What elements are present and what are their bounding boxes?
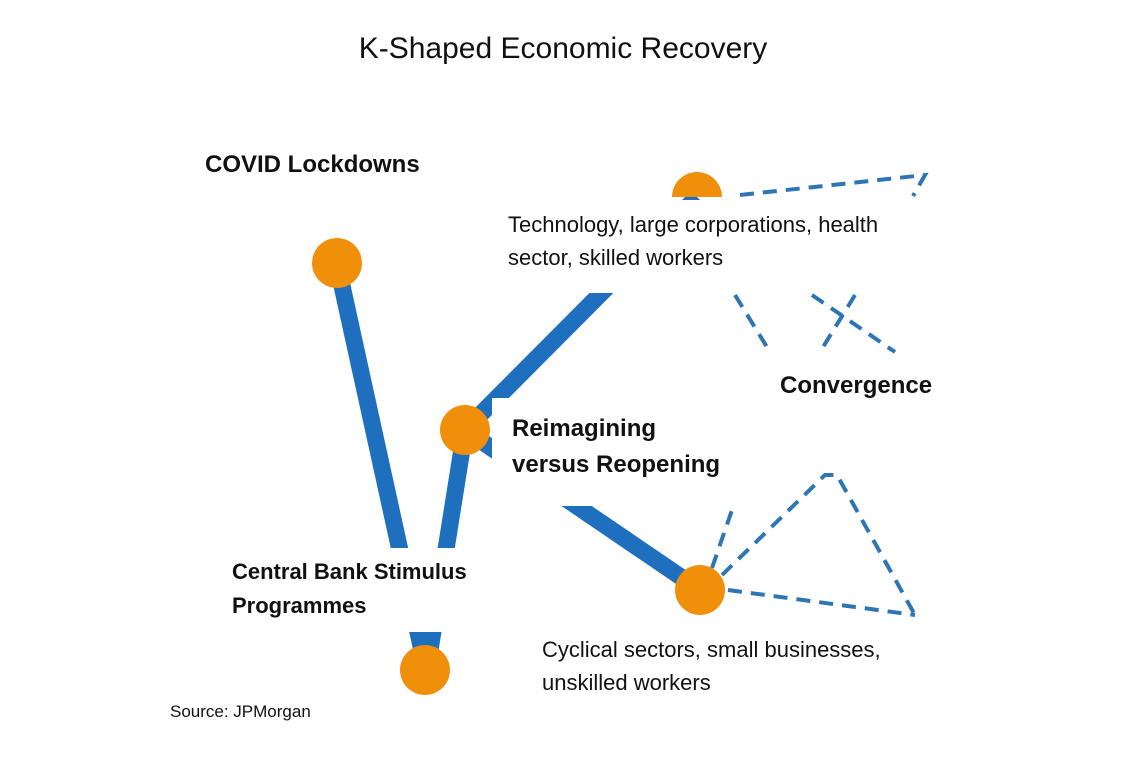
lower-node — [675, 565, 725, 615]
diagram-title: K-Shaped Economic Recovery — [358, 32, 768, 65]
upper-node — [672, 172, 722, 197]
reimagining-node — [440, 405, 490, 455]
lower-dash-1 — [710, 509, 734, 569]
lower-dash-2 — [727, 588, 916, 617]
upper-dashed-path — [739, 172, 929, 197]
convergence-dash-3 — [818, 293, 857, 354]
convergence-dash-1 — [733, 293, 772, 354]
source-note: Source: JPMorgan — [170, 702, 311, 721]
stimulus-label-2: Programmes — [232, 593, 367, 618]
stimulus-label-1: Central Bank Stimulus — [232, 559, 467, 584]
reimagining-label-2: versus Reopening — [512, 451, 721, 478]
upper-label-1: Technology, large corporations, health — [508, 212, 879, 237]
convergence-label: Convergence — [780, 372, 933, 399]
convergence-dash-2 — [810, 293, 897, 354]
lower-label-2: unskilled workers — [542, 670, 711, 695]
lower-label-1: Cyclical sectors, small businesses, — [542, 637, 881, 662]
reimagining-label-1: Reimagining — [512, 415, 657, 442]
covid-label: COVID Lockdowns — [205, 151, 420, 178]
lower-dash-triangle — [720, 473, 917, 616]
covid-node — [312, 238, 362, 288]
stimulus-node — [400, 645, 450, 695]
upper-label-2: sector, skilled workers — [508, 245, 724, 270]
